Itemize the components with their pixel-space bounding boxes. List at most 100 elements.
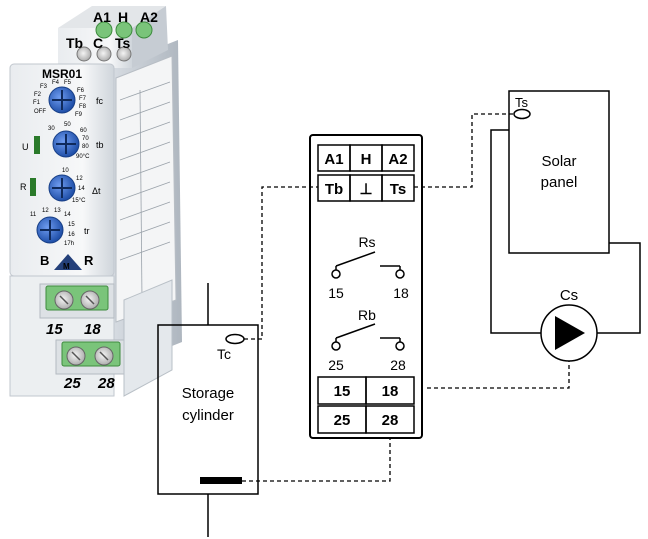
- device-terminal-a2: A2: [140, 9, 158, 25]
- pump: Cs: [540, 287, 598, 362]
- wire-28-cylinder: [242, 438, 391, 482]
- device-term-18: 18: [84, 321, 101, 338]
- knob-tr[interactable]: [36, 216, 64, 244]
- knob-fc-label: fc: [96, 96, 104, 106]
- schem-h: H: [361, 151, 372, 168]
- mode-m-label: M: [63, 262, 70, 271]
- knob-tb[interactable]: [52, 130, 80, 158]
- mode-b-label: B: [40, 253, 49, 268]
- sensor-tc-icon: [225, 333, 245, 345]
- knob-tr-label: tr: [84, 226, 90, 236]
- device-terminal-ts: Ts: [115, 35, 131, 51]
- storage-name-line1: Storage: [182, 385, 235, 402]
- knob-fc-scale: F3 F4 F5 F2 F6 F1 F7 OFF F8 F9: [33, 80, 87, 118]
- device-terminal-tb: Tb: [66, 35, 83, 51]
- pump-arrow-icon: [555, 316, 585, 350]
- device-side-label-lines: [119, 81, 171, 301]
- schem-ground: ⊥: [359, 181, 372, 198]
- mode-indicator: [54, 254, 82, 270]
- relay-rb-pin-28: 28: [390, 357, 406, 373]
- wire-18-pump: [427, 361, 570, 389]
- svg-text:10: 10: [62, 168, 69, 174]
- svg-text:F7: F7: [79, 96, 87, 102]
- svg-text:30: 30: [48, 126, 55, 132]
- solar-name-line2: panel: [541, 174, 578, 191]
- device-terminal-c: C: [93, 35, 103, 51]
- sensor-ts-label: Ts: [515, 95, 529, 110]
- svg-text:F4: F4: [52, 80, 60, 86]
- led-u: [34, 136, 40, 154]
- storage-name-line2: cylinder: [182, 407, 234, 424]
- svg-text:11: 11: [30, 212, 37, 218]
- svg-text:F9: F9: [75, 112, 83, 118]
- svg-text:F1: F1: [33, 100, 41, 106]
- relay-rs-pin-15: 15: [328, 285, 344, 301]
- top-terminal-screws: [76, 21, 153, 62]
- mode-r-label: R: [84, 253, 94, 268]
- svg-text:F2: F2: [34, 92, 42, 98]
- schem-out-18: 18: [382, 383, 399, 400]
- device-top-side: [132, 6, 168, 68]
- led-r-label: R: [20, 182, 27, 192]
- svg-text:15°C: 15°C: [72, 198, 86, 204]
- knob-fc[interactable]: [48, 86, 76, 114]
- signal-wires: [242, 113, 570, 482]
- schem-a2: A2: [388, 151, 407, 168]
- svg-text:90°C: 90°C: [76, 154, 90, 160]
- device-term-28: 28: [97, 375, 115, 392]
- svg-text:OFF: OFF: [34, 109, 46, 115]
- device-terminal-a1: A1: [93, 9, 111, 25]
- svg-text:F3: F3: [40, 84, 48, 90]
- knob-dt-scale: 10 12 14 15°C: [62, 168, 86, 204]
- wire-tc-tb: [244, 186, 318, 340]
- sensor-ts-icon: [513, 108, 531, 120]
- sensor-tc-label: Tc: [217, 346, 231, 362]
- svg-text:80: 80: [82, 144, 89, 150]
- knob-dt[interactable]: [48, 174, 76, 202]
- svg-text:17h: 17h: [64, 241, 74, 247]
- schem-out-28: 28: [382, 412, 399, 429]
- controller-frame: [309, 134, 423, 439]
- device-term-25: 25: [63, 375, 81, 392]
- relay-rb-pin-25: 25: [328, 357, 344, 373]
- device-side-label: [115, 55, 177, 323]
- relay-rs-pin-18: 18: [393, 285, 409, 301]
- sensor-tb-bar: [200, 477, 242, 484]
- device-top-face: [58, 6, 166, 28]
- svg-text:60: 60: [80, 128, 87, 134]
- device-terminal-h: H: [118, 9, 128, 25]
- svg-text:50: 50: [64, 122, 71, 128]
- svg-text:16: 16: [68, 232, 75, 238]
- storage-tank: [157, 324, 259, 495]
- svg-text:F6: F6: [77, 88, 85, 94]
- wire-ts-ts: [414, 113, 514, 188]
- knob-tr-scale: 11 12 13 14 15 16 17h: [30, 208, 75, 247]
- schem-tb: Tb: [325, 181, 343, 198]
- knob-tb-scale: 30 50 60 70 80 90°C: [48, 122, 90, 160]
- solar-panel: Ts Solar panel: [508, 90, 610, 254]
- device-top-terminal-labels: A1 H A2 Tb C Ts: [66, 9, 158, 51]
- svg-text:14: 14: [64, 212, 71, 218]
- pump-label: Cs: [560, 287, 578, 304]
- knob-dt-label: Δt: [92, 186, 101, 196]
- device-model-label: MSR01: [42, 67, 82, 81]
- device-photo: A1 H A2 Tb C Ts MSR01 F3 F4 F5 F2 F6 F1 …: [9, 6, 182, 397]
- device-term-15: 15: [46, 321, 63, 338]
- svg-text:15: 15: [68, 222, 75, 228]
- controller-schematic: A1 H A2 Tb ⊥ Ts 15 18 25 28 Rs 15 18 Rb: [309, 134, 423, 439]
- relay-rs-contact: [331, 251, 405, 279]
- svg-text:13: 13: [54, 208, 61, 214]
- relay-rb-label: Rb: [358, 307, 376, 323]
- solar-name-line1: Solar: [541, 153, 576, 170]
- led-r: [30, 178, 36, 196]
- solar-loop-pipe: [490, 129, 641, 334]
- svg-text:F5: F5: [64, 80, 72, 86]
- relay-rs-label: Rs: [358, 234, 375, 250]
- device-lower-side: [123, 279, 173, 397]
- knob-tb-label: tb: [96, 140, 104, 150]
- svg-text:12: 12: [42, 208, 49, 214]
- svg-text:12: 12: [76, 176, 83, 182]
- led-u-label: U: [22, 142, 29, 152]
- schem-a1: A1: [324, 151, 343, 168]
